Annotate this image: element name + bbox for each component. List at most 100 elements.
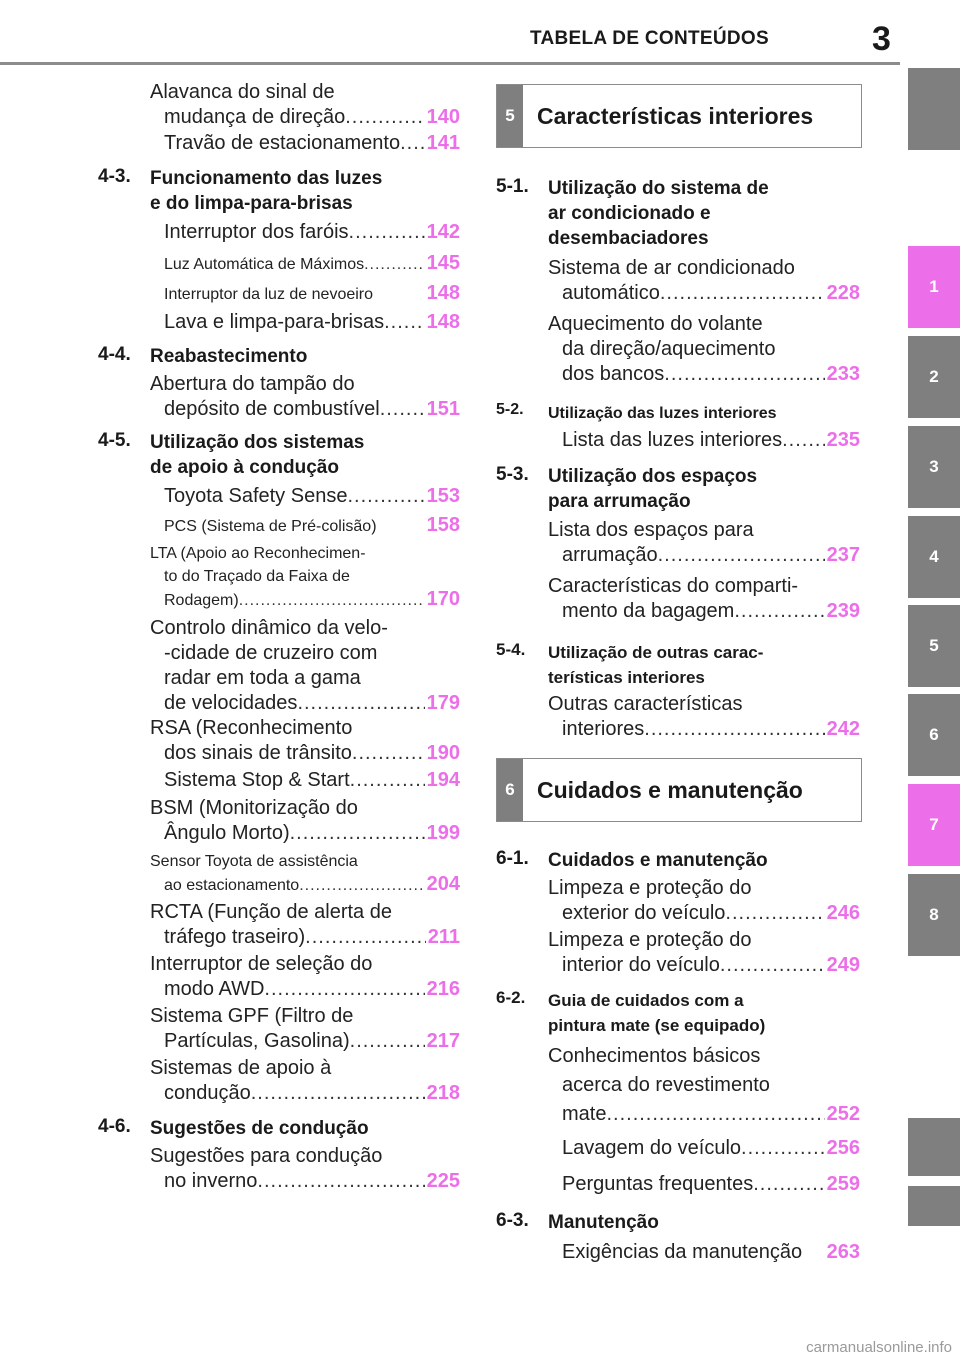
header-title: TABELA DE CONTEÚDOS — [530, 28, 769, 49]
toc-item-page: 170 — [426, 588, 460, 610]
toc-item-text: Travão de estacionamento — [164, 132, 401, 154]
section-number: 4-5. — [98, 430, 131, 451]
toc-item[interactable]: Sistema GPF (Filtro de Partículas, Gasol… — [150, 1004, 460, 1054]
toc-item-page: 263 — [826, 1241, 860, 1263]
toc-item-page: 237 — [826, 544, 860, 566]
toc-item[interactable]: Abertura do tampão do depósito de combus… — [150, 372, 460, 422]
toc-item-page: 218 — [426, 1082, 460, 1104]
toc-item[interactable]: Limpeza e proteção do exterior do veícul… — [548, 876, 860, 926]
toc-item[interactable]: Interruptor dos faróis 142 — [150, 220, 460, 245]
toc-item-text: Características do comparti- — [548, 575, 799, 597]
toc-item-text: Lista das luzes interiores — [562, 429, 783, 451]
toc-item[interactable]: Características do comparti- mento da ba… — [548, 574, 860, 624]
toc-item-text: Controlo dinâmico da velo- -cidade de cr… — [150, 617, 388, 689]
toc-item-page: 140 — [426, 106, 460, 128]
toc-item-page: 199 — [426, 822, 460, 844]
toc-item-text: Conhecimentos básicos acerca do revestim… — [548, 1045, 770, 1096]
toc-item-page: 256 — [826, 1137, 860, 1159]
chapter-tab-4[interactable]: 4 — [908, 516, 960, 598]
toc-item-text: Lavagem do veículo — [562, 1137, 742, 1159]
toc-item[interactable]: Controlo dinâmico da velo- -cidade de cr… — [150, 616, 460, 716]
section-number: 6-3. — [496, 1210, 529, 1231]
toc-item[interactable]: LTA (Apoio ao Reconhecimen- to do Traçad… — [150, 542, 460, 612]
chapter-tab-blank-1[interactable] — [908, 1118, 960, 1176]
chapter-title: Características interiores — [537, 102, 814, 129]
section-title: Utilização do sistema de ar condicionado… — [548, 178, 769, 249]
toc-item-page: 246 — [826, 902, 860, 924]
chapter-tab-blank-2[interactable] — [908, 1186, 960, 1226]
toc-item-page: 158 — [426, 514, 460, 536]
toc-item[interactable]: Lista das luzes interiores 235 — [548, 428, 860, 453]
chapter-tab-3[interactable]: 3 — [908, 426, 960, 508]
toc-item[interactable]: RCTA (Função de alerta de tráfego trasei… — [150, 900, 460, 950]
chapter-6-heading[interactable]: 6 Cuidados e manutenção — [496, 758, 862, 822]
toc-item[interactable]: Travão de estacionamento 141 — [150, 131, 460, 156]
toc-item-text: PCS (Sistema de Pré-colisão) — [164, 518, 377, 535]
chapter-tab-blank-top[interactable] — [908, 68, 960, 150]
chapter-tab-2[interactable]: 2 — [908, 336, 960, 418]
toc-item[interactable]: Interruptor de seleção do modo AWD216 — [150, 952, 460, 1002]
toc-item[interactable]: Toyota Safety Sense153 — [150, 484, 460, 509]
toc-item-text: Interruptor de seleção do — [150, 953, 373, 975]
toc-item-text: Toyota Safety Sense — [164, 485, 348, 507]
toc-item-text: LTA (Apoio ao Reconhecimen- to do Traçad… — [150, 545, 366, 585]
toc-item[interactable]: PCS (Sistema de Pré-colisão) 158 — [150, 514, 460, 538]
section-number: 5-3. — [496, 464, 529, 485]
toc-item[interactable]: Perguntas frequentes259 — [548, 1172, 860, 1197]
toc-item[interactable]: Sensor Toyota de assistência ao estacion… — [150, 850, 460, 897]
toc-item-page: 204 — [426, 873, 460, 895]
toc-item[interactable]: Aquecimento do volante da direção/aqueci… — [548, 312, 860, 387]
toc-item[interactable]: RSA (Reconhecimento dos sinais de trânsi… — [150, 716, 460, 766]
toc-item-text: Lava e limpa-para-brisas — [164, 311, 385, 333]
toc-item[interactable]: Luz Automática de Máximos145 — [150, 252, 460, 276]
toc-item[interactable]: Sistema Stop & Start194 — [150, 768, 460, 793]
toc-item-text: Alavanca do sinal de — [150, 81, 335, 103]
toc-item[interactable]: Conhecimentos básicos acerca do revestim… — [548, 1042, 860, 1129]
toc-item[interactable]: Sugestões para condução no inverno225 — [150, 1144, 460, 1194]
section-title: Utilização das luzes interiores — [548, 405, 777, 422]
section-number: 5-1. — [496, 176, 529, 197]
toc-item-page: 216 — [426, 978, 460, 1000]
toc-item-page: 141 — [426, 132, 460, 154]
toc-item[interactable]: Outras características interiores242 — [548, 692, 860, 742]
toc-item-page: 252 — [826, 1103, 860, 1125]
toc-item-text: BSM (Monitorização do — [150, 797, 358, 819]
chapter-number: 5 — [497, 85, 523, 147]
toc-item-text: Limpeza e proteção do — [548, 877, 752, 899]
toc-item-page: 239 — [826, 600, 860, 622]
section-title: Manutenção — [548, 1212, 659, 1233]
section-number: 5-4. — [496, 640, 526, 659]
toc-item-page: 217 — [426, 1030, 460, 1052]
chapter-5-heading[interactable]: 5 Características interiores — [496, 84, 862, 148]
toc-item[interactable]: Sistema de ar condicionado automático228 — [548, 256, 860, 306]
section-title: Utilização dos sistemas de apoio à condu… — [150, 432, 365, 478]
toc-item[interactable]: Alavanca do sinal de mudança de direção1… — [150, 80, 460, 130]
toc-item-text: Outras características — [548, 693, 743, 715]
toc-item-text: Interruptor dos faróis — [164, 221, 349, 243]
toc-item-page: 235 — [826, 429, 860, 451]
section-title: Utilização dos espaços para arrumação — [548, 466, 758, 512]
chapter-tab-6[interactable]: 6 — [908, 694, 960, 776]
section-title: Guia de cuidados com a pintura mate (se … — [548, 991, 766, 1035]
section-title: Sugestões de condução — [150, 1118, 369, 1139]
toc-item-page: 142 — [426, 221, 460, 243]
chapter-number: 6 — [497, 759, 523, 821]
toc-item[interactable]: Lava e limpa-para-brisas148 — [150, 310, 460, 335]
section-number: 4-4. — [98, 344, 131, 365]
chapter-tab-8[interactable]: 8 — [908, 874, 960, 956]
section-title: Utilização de outras carac- terísticas i… — [548, 643, 764, 687]
toc-item-text: Sugestões para condução — [150, 1145, 383, 1167]
toc-item[interactable]: Limpeza e proteção do interior do veícul… — [548, 928, 860, 978]
chapter-tab-5[interactable]: 5 — [908, 605, 960, 687]
chapter-tab-1[interactable]: 1 — [908, 246, 960, 328]
chapter-tab-7[interactable]: 7 — [908, 784, 960, 866]
toc-item-text: Interruptor da luz de nevoeiro — [164, 286, 374, 303]
toc-item[interactable]: Sistemas de apoio à condução218 — [150, 1056, 460, 1106]
toc-item[interactable]: BSM (Monitorização do Ângulo Morto)199 — [150, 796, 460, 846]
toc-item[interactable]: Lavagem do veículo 256 — [548, 1136, 860, 1161]
toc-item[interactable]: Lista dos espaços para arrumação237 — [548, 518, 860, 568]
section-title: Cuidados e manutenção — [548, 850, 768, 871]
section-number: 4-6. — [98, 1116, 131, 1137]
